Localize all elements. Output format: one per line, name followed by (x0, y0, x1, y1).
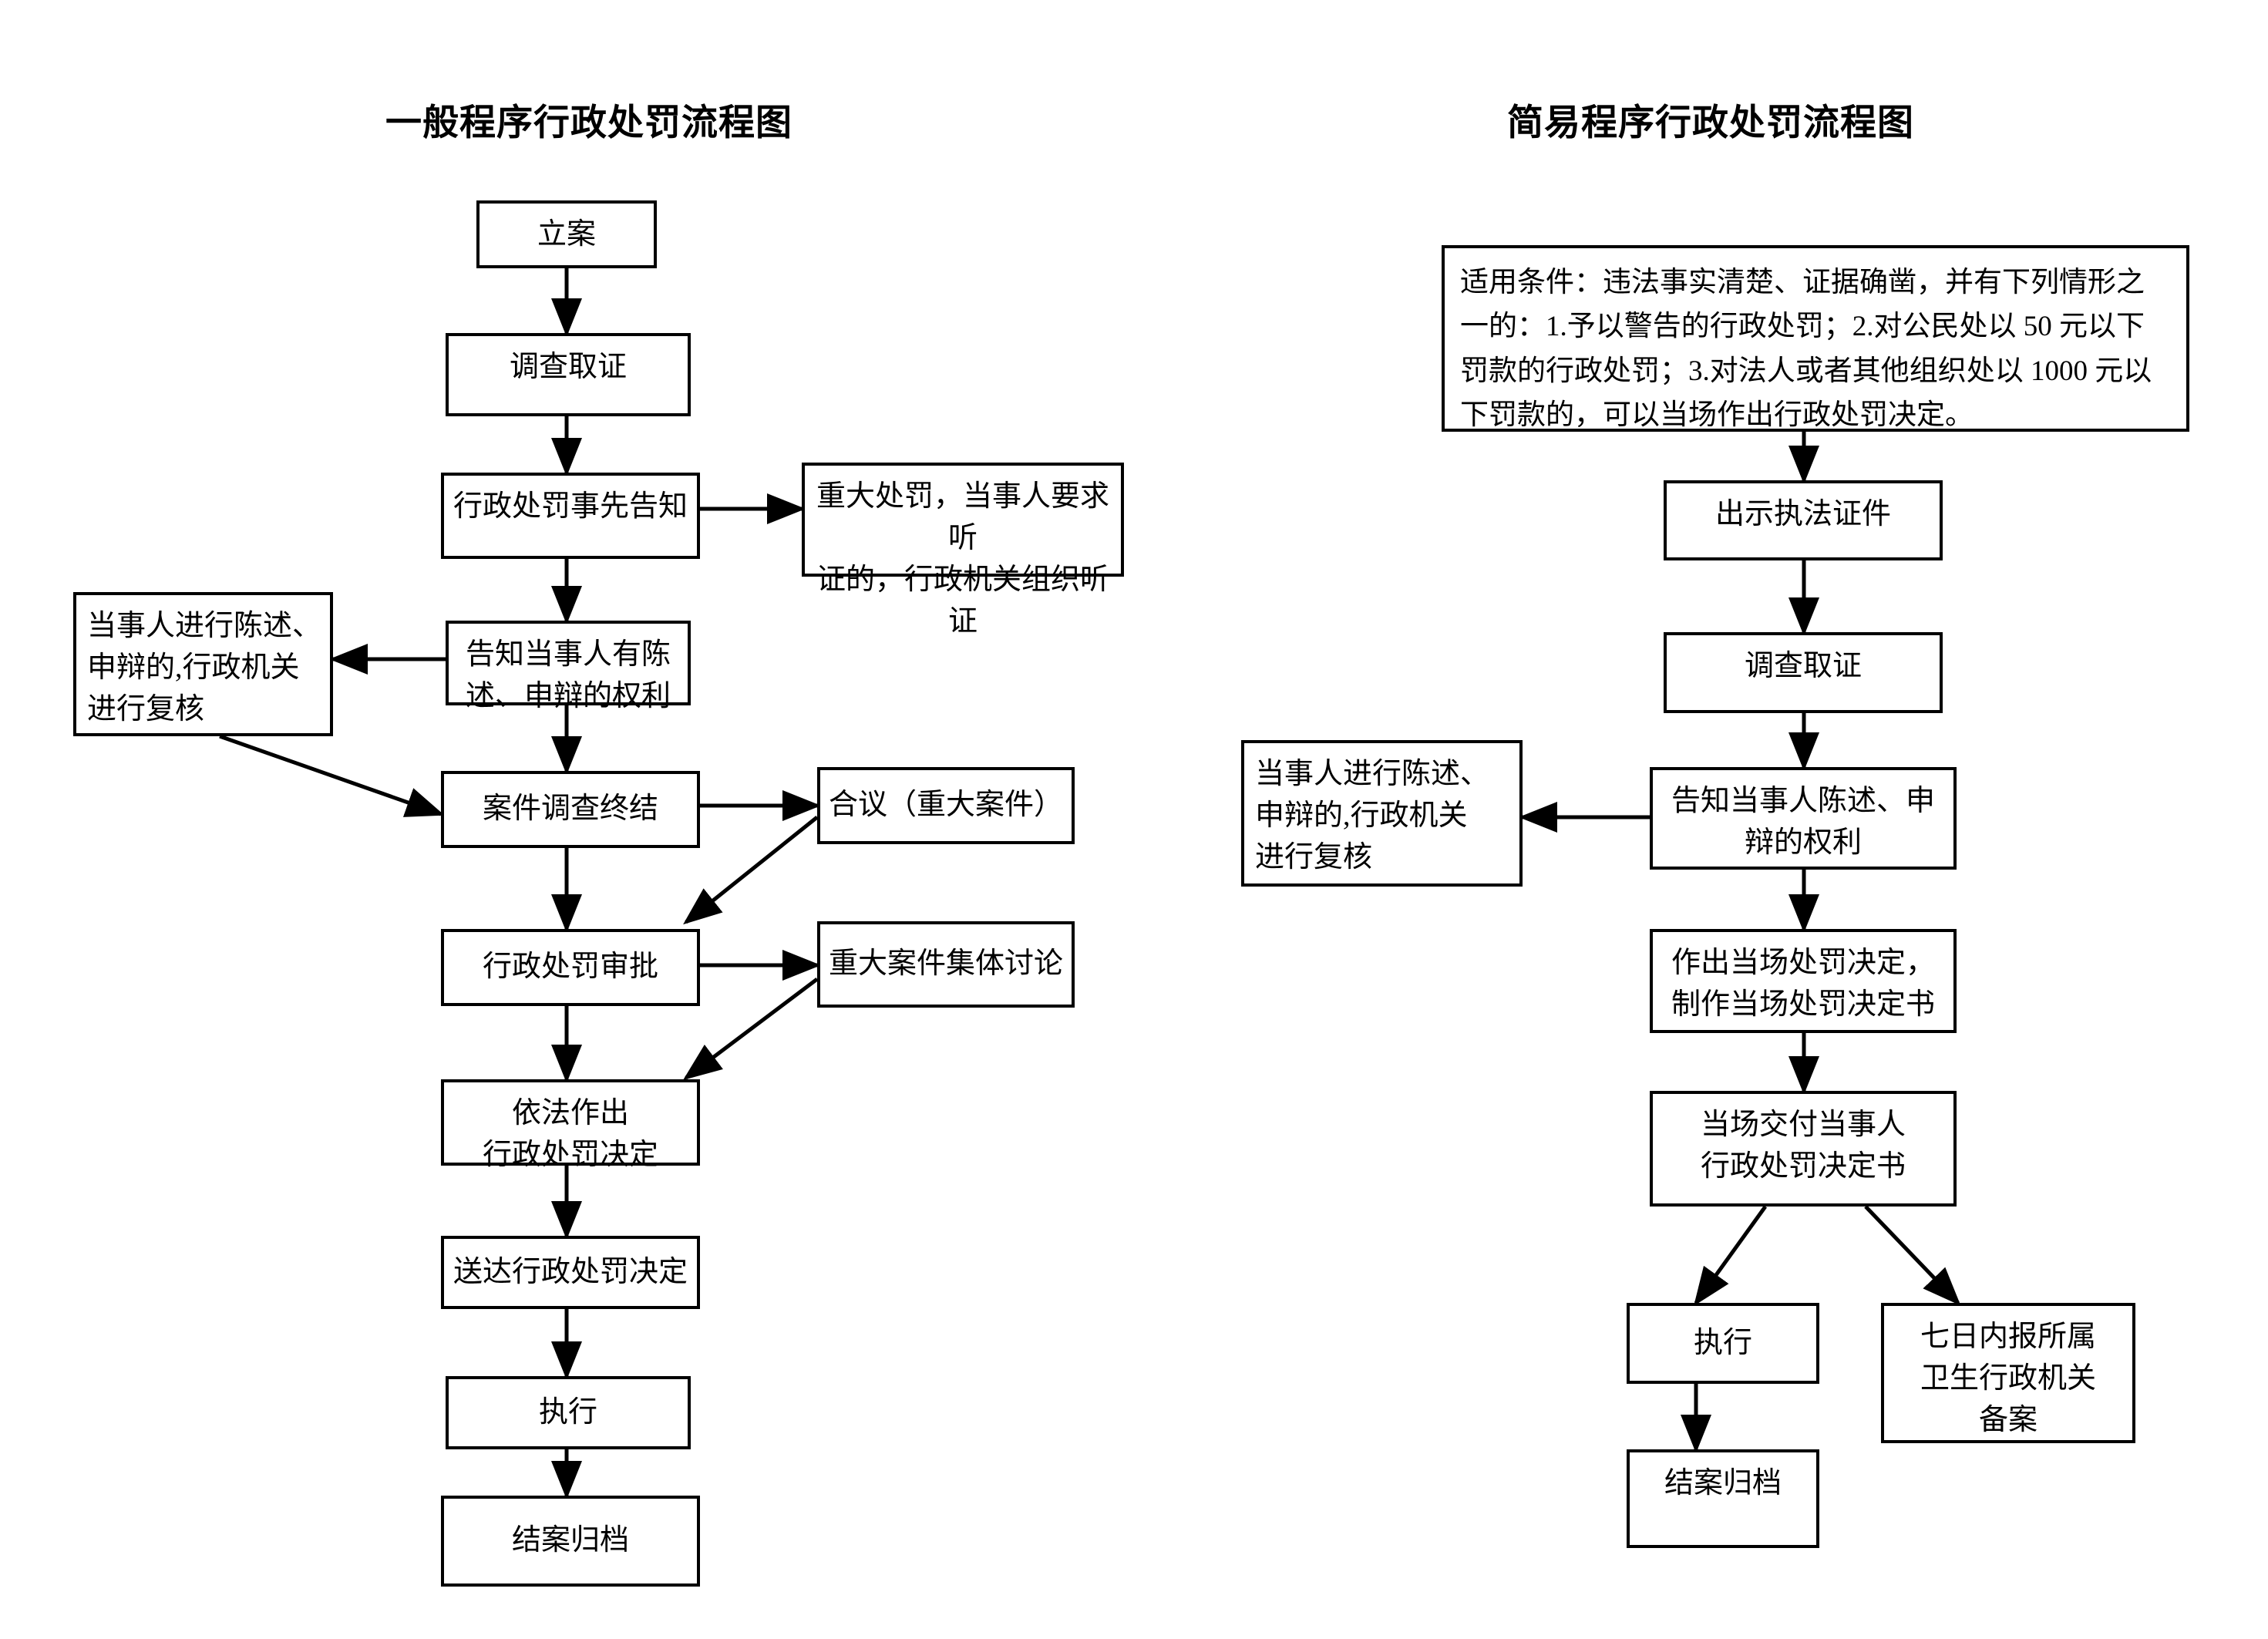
node-right-close-archive[interactable]: 结案归档 (1627, 1449, 1819, 1548)
left-flow-title: 一般程序行政处罚流程图 (385, 103, 792, 143)
node-show-credentials[interactable]: 出示执法证件 (1664, 480, 1943, 560)
node-filing[interactable]: 立案 (476, 200, 657, 268)
node-hearing[interactable]: 重大处罚，当事人要求听 证的，行政机关组织听证 (802, 463, 1124, 638)
node-right-investigation[interactable]: 调查取证 (1664, 632, 1943, 713)
node-onsite-decision[interactable]: 作出当场处罚决定， 制作当场处罚决定书 (1650, 929, 1957, 1033)
node-approval[interactable]: 行政处罚审批 (441, 929, 700, 1006)
node-right-statement-review[interactable]: 当事人进行陈述、 申辩的,行政机关 进行复核 (1241, 740, 1523, 887)
node-decision[interactable]: 依法作出 行政处罚决定 (441, 1079, 700, 1171)
node-execute[interactable]: 执行 (446, 1376, 691, 1449)
node-investigation[interactable]: 调查取证 (446, 333, 691, 416)
node-group-discussion[interactable]: 重大案件集体讨论 (817, 921, 1075, 1008)
node-investigation-end[interactable]: 案件调查终结 (441, 771, 700, 848)
node-report-filing[interactable]: 七日内报所属 卫生行政机关 备案 (1881, 1303, 2135, 1443)
node-close-archive[interactable]: 结案归档 (441, 1496, 700, 1587)
node-right-execute[interactable]: 执行 (1627, 1303, 1819, 1384)
node-rights-notice[interactable]: 告知当事人有陈 述、申辩的权利 (446, 621, 691, 712)
node-right-rights-notice[interactable]: 告知当事人陈述、申 辩的权利 (1650, 767, 1957, 870)
node-statement-review[interactable]: 当事人进行陈述、 申辩的,行政机关 进行复核 (73, 592, 333, 736)
node-collegial[interactable]: 合议（重大案件） (817, 767, 1075, 844)
node-prior-notice[interactable]: 行政处罚事先告知 (441, 473, 700, 559)
right-flow-title: 简易程序行政处罚流程图 (1507, 103, 1914, 143)
node-serve-decision[interactable]: 送达行政处罚决定 (441, 1236, 700, 1309)
node-applicable-conditions[interactable]: 适用条件：违法事实清楚、证据确凿，并有下列情形之一的：1.予以警告的行政处罚；2… (1442, 245, 2189, 432)
node-deliver-onsite[interactable]: 当场交付当事人 行政处罚决定书 (1650, 1091, 1957, 1207)
